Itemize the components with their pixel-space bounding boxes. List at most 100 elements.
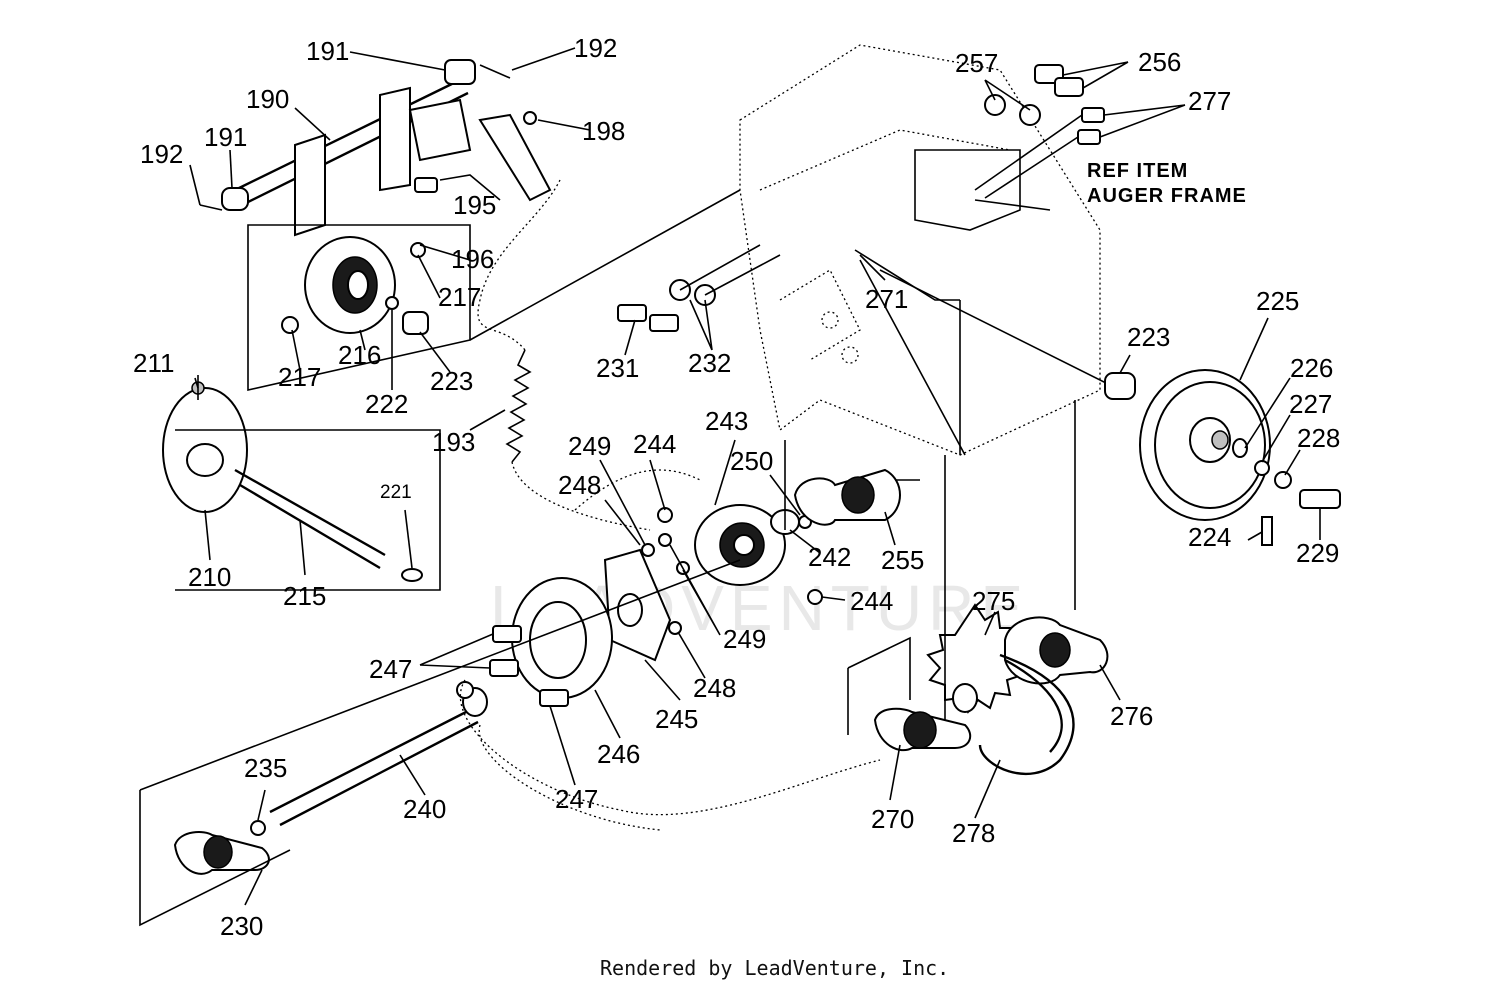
washer-217-a — [281, 316, 299, 334]
arm-190-right — [379, 86, 411, 192]
callout-255: 255 — [881, 545, 924, 575]
callout-196: 196 — [451, 244, 494, 274]
bolt-196 — [414, 177, 438, 193]
callout-195: 195 — [453, 190, 496, 220]
callout-243: 243 — [705, 406, 748, 436]
washer-244-b — [807, 589, 823, 605]
callout-labels: 191 192 190 191 192 198 195 196 217 217 … — [133, 33, 1340, 941]
callout-226: 226 — [1290, 353, 1333, 383]
callout-270: 270 — [871, 804, 914, 834]
callout-192-top: 192 — [574, 33, 617, 63]
callout-248-top: 248 — [558, 470, 601, 500]
bolt-229 — [1299, 489, 1341, 509]
callout-223-right: 223 — [1127, 322, 1170, 352]
bolts-231-232 — [617, 244, 781, 332]
callout-240: 240 — [403, 794, 446, 824]
spacer-222 — [385, 296, 399, 310]
callout-246: 246 — [597, 739, 640, 769]
bracket-195 — [408, 98, 472, 162]
arm-190-left — [294, 133, 326, 237]
callout-193: 193 — [432, 427, 475, 457]
callout-229: 229 — [1296, 538, 1339, 568]
sprocket-chain-group — [847, 603, 1109, 775]
callout-247-left: 247 — [369, 654, 412, 684]
callout-223-left: 223 — [430, 366, 473, 396]
callout-248-bottom: 248 — [693, 673, 736, 703]
drive-hub-group — [489, 469, 823, 707]
callout-leaders — [189, 47, 1321, 906]
callout-227: 227 — [1289, 389, 1332, 419]
driven-pulley-225 — [879, 269, 1341, 546]
nut-248-b — [668, 621, 682, 635]
reference-outline — [139, 189, 1076, 791]
key-224 — [1261, 516, 1273, 546]
callout-198: 198 — [582, 116, 625, 146]
callout-277: 277 — [1188, 86, 1231, 116]
callout-225: 225 — [1256, 286, 1299, 316]
callout-192-left: 192 — [140, 139, 183, 169]
bolt-247-c — [539, 689, 569, 707]
callout-249-bottom: 249 — [723, 624, 766, 654]
spring-193 — [477, 179, 651, 531]
bushing-191-top — [444, 59, 476, 85]
callout-216: 216 — [338, 340, 381, 370]
callout-228: 228 — [1297, 423, 1340, 453]
bearing-223-a — [402, 311, 429, 335]
link-195 — [478, 113, 552, 202]
ref-item-text: REF ITEM — [1087, 160, 1188, 182]
callout-276: 276 — [1110, 701, 1153, 731]
footer-credit: Rendered by LeadVenture, Inc. — [600, 956, 949, 980]
nut-198 — [523, 111, 537, 125]
callout-257: 257 — [955, 48, 998, 78]
nut-248-a — [641, 543, 655, 557]
callout-235: 235 — [244, 753, 287, 783]
bolt-247-b — [489, 659, 519, 677]
idler-pulley-216 — [281, 236, 429, 335]
callout-230: 230 — [220, 911, 263, 941]
callout-191-left: 191 — [204, 122, 247, 152]
callout-271: 271 — [865, 284, 908, 314]
bolt-247-a — [492, 625, 522, 643]
clip-226 — [1232, 438, 1248, 458]
friction-wheel-210 — [162, 375, 441, 591]
bolts-256-257-277 — [974, 64, 1105, 199]
ring-221 — [401, 568, 423, 582]
callout-222: 222 — [365, 389, 408, 419]
callout-247-bottom: 247 — [555, 784, 598, 814]
bushing-191-left — [221, 187, 249, 211]
washer-227 — [1254, 460, 1270, 476]
callout-244-bottom: 244 — [850, 586, 893, 616]
callout-221: 221 — [380, 482, 412, 503]
callout-215: 215 — [283, 581, 326, 611]
bearing-flange-255 — [793, 468, 920, 526]
callout-211: 211 — [133, 348, 174, 378]
callout-210: 210 — [188, 562, 231, 592]
callout-256: 256 — [1138, 47, 1181, 77]
drive-shaft-240 — [139, 679, 881, 927]
bearing-223-b — [1104, 372, 1136, 400]
callout-217-right: 217 — [438, 282, 481, 312]
callout-217-left: 217 — [278, 362, 321, 392]
callout-242: 242 — [808, 542, 851, 572]
auger-frame-text: AUGER FRAME — [1087, 185, 1247, 207]
callout-278: 278 — [952, 818, 995, 848]
callout-249-top: 249 — [568, 431, 611, 461]
callout-275: 275 — [972, 586, 1015, 616]
callout-232: 232 — [688, 348, 731, 378]
callout-245: 245 — [655, 704, 698, 734]
callout-231: 231 — [596, 353, 639, 383]
auger-frame — [739, 44, 1101, 456]
callout-190: 190 — [246, 84, 289, 114]
callout-250: 250 — [730, 446, 773, 476]
washer-244-a — [657, 507, 673, 523]
washer-228 — [1274, 471, 1292, 489]
callout-191-top: 191 — [306, 36, 349, 66]
shift-linkage — [199, 59, 552, 392]
callout-244-top: 244 — [633, 429, 676, 459]
callout-224: 224 — [1188, 522, 1231, 552]
washer-217-b — [410, 242, 426, 258]
nut-249-a — [658, 533, 672, 547]
washer-235 — [250, 820, 266, 836]
